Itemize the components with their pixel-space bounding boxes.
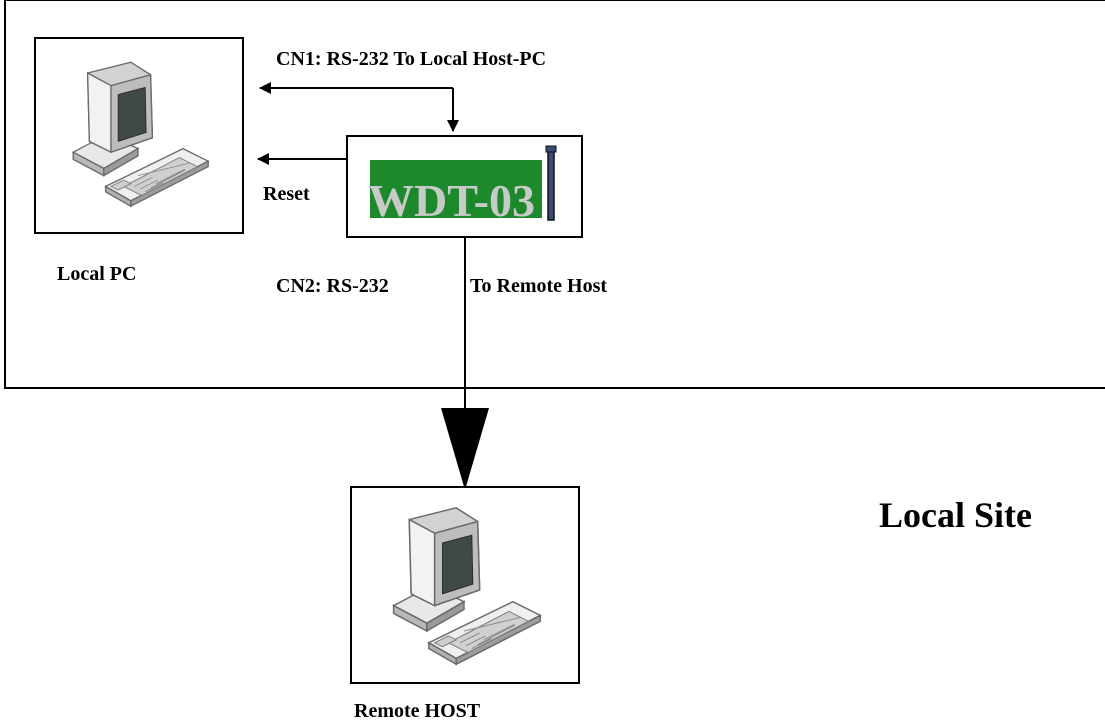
remote-host-label: Remote HOST xyxy=(354,700,481,722)
wdt-03-label: WDT-03 xyxy=(368,175,535,226)
local-site-label: Local Site xyxy=(879,495,1032,535)
local-site-frame xyxy=(4,0,1105,389)
reset-label: Reset xyxy=(263,183,310,205)
to-remote-host-label: To Remote Host xyxy=(470,275,608,297)
wdt-03-card-bracket xyxy=(547,149,555,221)
cn2-arrowhead xyxy=(441,408,489,490)
cn2-label: CN2: RS-232 xyxy=(276,275,389,297)
local-pc-label: Local PC xyxy=(57,263,137,285)
cn1-label: CN1: RS-232 To Local Host-PC xyxy=(276,48,547,70)
wdt-03-card-pcb xyxy=(370,160,542,218)
